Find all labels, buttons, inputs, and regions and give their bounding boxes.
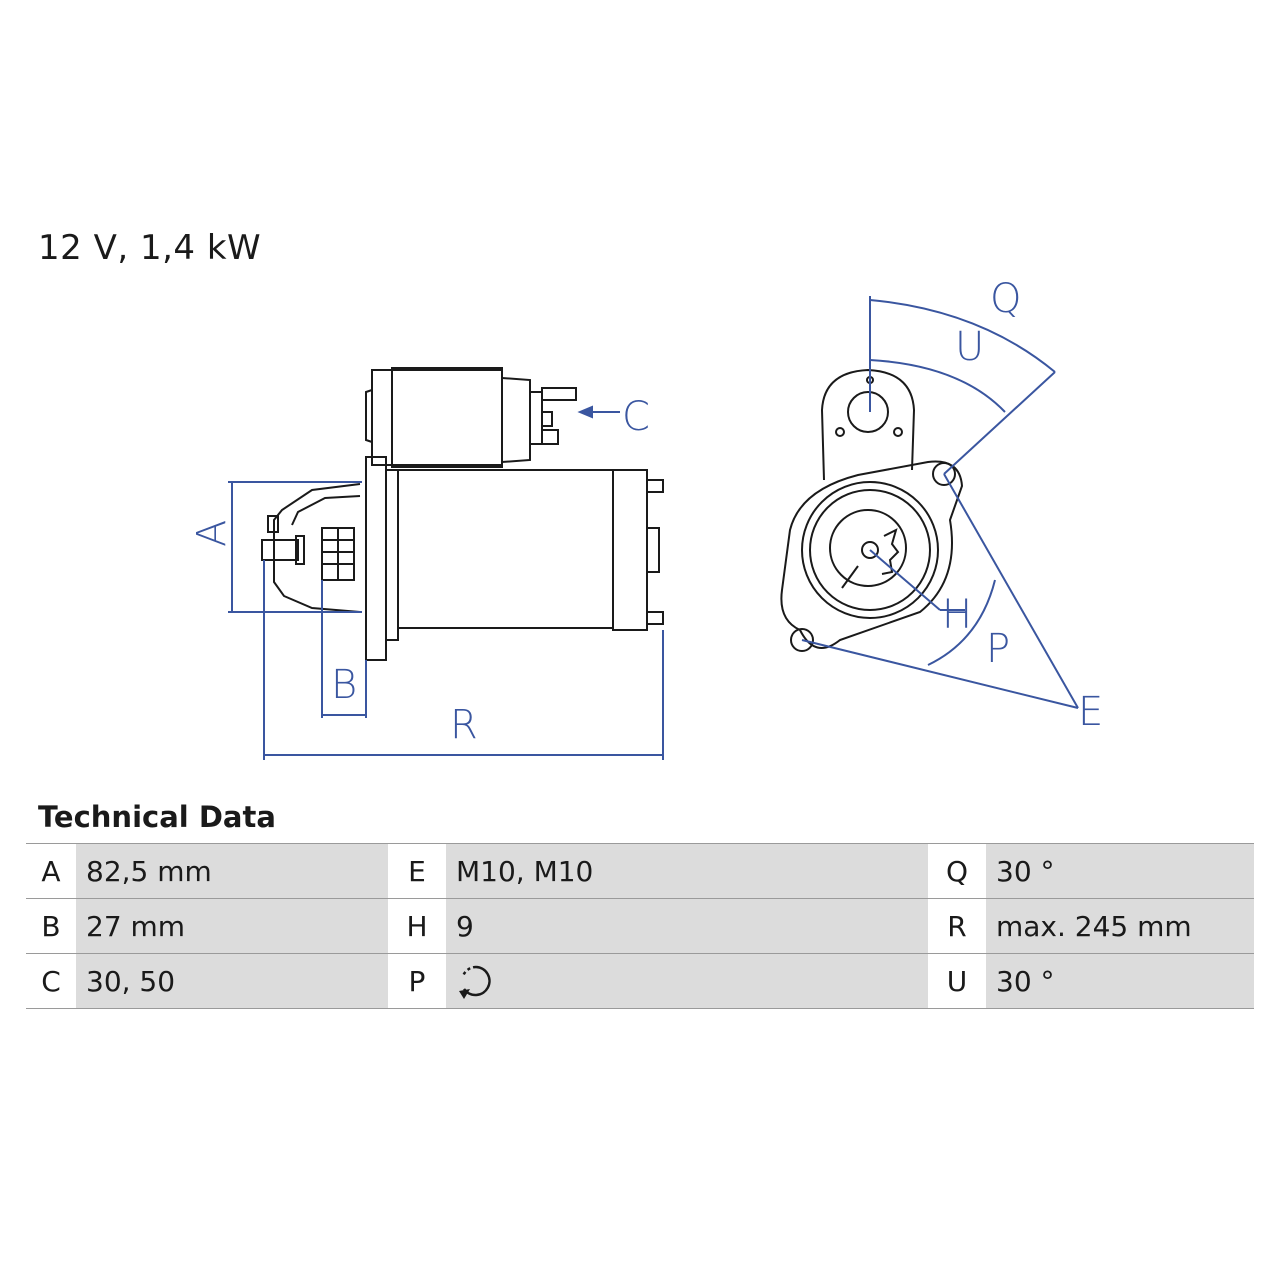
spec-value: 30 ° xyxy=(986,953,1254,1009)
spec-key: U xyxy=(928,953,986,1009)
end-view xyxy=(780,368,964,652)
label-Q: Q xyxy=(990,276,1021,322)
spec-key: C xyxy=(26,953,76,1009)
label-P: P xyxy=(986,626,1010,672)
technical-data-title: Technical Data xyxy=(38,800,276,834)
table-row: B 27 mm H 9 R max. 245 mm xyxy=(26,898,1254,954)
spec-key: R xyxy=(928,898,986,954)
table-row: C 30, 50 P U 30 ° xyxy=(26,953,1254,1009)
spec-key: A xyxy=(26,843,76,899)
label-R: R xyxy=(450,702,478,748)
spec-value-icon xyxy=(446,953,928,1009)
dimension-labels: A B C R Q U H P E xyxy=(189,276,1103,748)
label-A: A xyxy=(189,520,235,547)
technical-data-table: A 82,5 mm E M10, M10 Q 30 ° B 27 mm H 9 … xyxy=(26,843,1254,1009)
spec-value: 9 xyxy=(446,898,928,954)
spec-value: 30, 50 xyxy=(76,953,388,1009)
starter-motor-drawing: A B C R Q U H P E xyxy=(189,276,1103,760)
side-view xyxy=(261,367,664,661)
spec-value: max. 245 mm xyxy=(986,898,1254,954)
product-subtitle: 12 V, 1,4 kW xyxy=(38,228,262,268)
spec-value: 27 mm xyxy=(76,898,388,954)
spec-key: P xyxy=(388,953,446,1009)
spec-key: E xyxy=(388,843,446,899)
label-C: C xyxy=(622,394,650,440)
spec-value: M10, M10 xyxy=(446,843,928,899)
label-H: H xyxy=(942,592,972,638)
spec-value: 30 ° xyxy=(986,843,1254,899)
rotation-direction-icon xyxy=(459,965,491,999)
label-E: E xyxy=(1078,689,1103,735)
spec-key: Q xyxy=(928,843,986,899)
table-row: A 82,5 mm E M10, M10 Q 30 ° xyxy=(26,843,1254,899)
dimension-lines xyxy=(228,296,1079,760)
label-U: U xyxy=(955,324,984,370)
label-B: B xyxy=(331,662,357,708)
spec-value: 82,5 mm xyxy=(76,843,388,899)
spec-key: H xyxy=(388,898,446,954)
spec-key: B xyxy=(26,898,76,954)
